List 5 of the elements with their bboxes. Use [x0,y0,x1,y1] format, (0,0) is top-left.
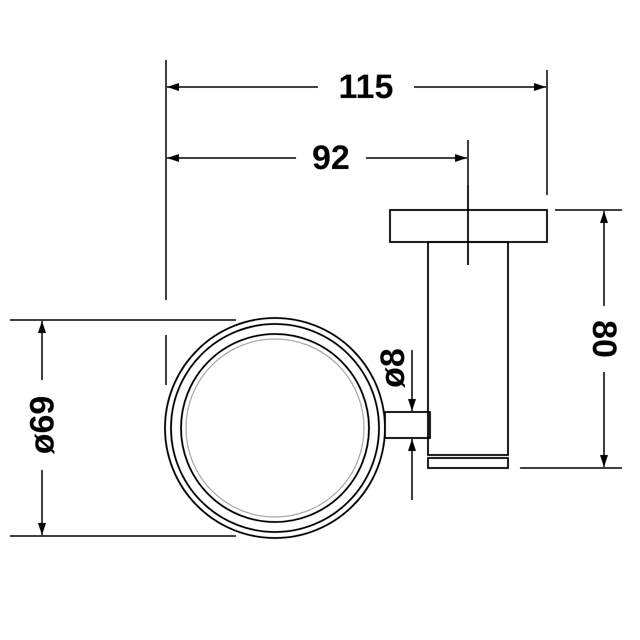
dimension-value: 92 [312,141,350,175]
dimension-value: 80 [586,320,621,358]
dimension-value: ø69 [24,396,59,454]
dimension-value: 115 [338,70,394,104]
dimension-value: ø8 [376,348,410,388]
